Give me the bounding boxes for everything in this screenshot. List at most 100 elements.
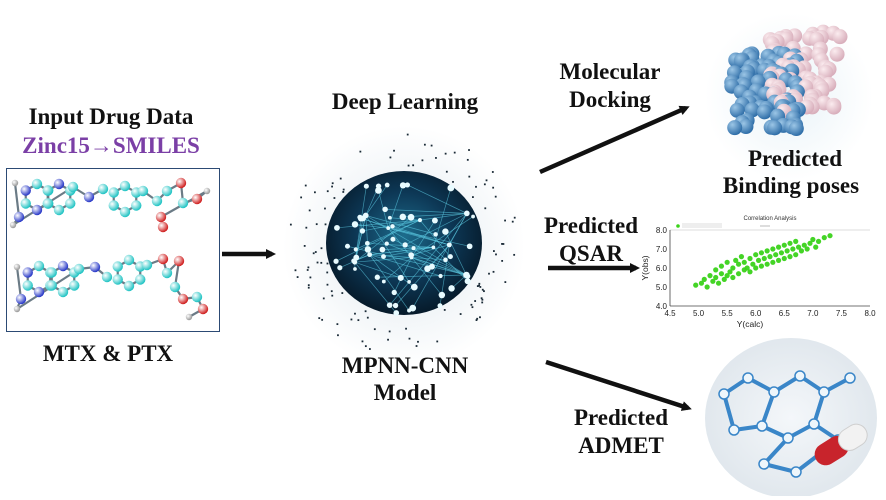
nn-particle [466,158,469,161]
nn-link [335,219,421,262]
nn-link [365,184,388,216]
nn-particle [300,196,303,199]
scatter-point [821,235,827,241]
molecule-ptx-atom [22,280,33,291]
molecule-ptx-atom [101,271,113,283]
nn-particle [308,209,311,212]
nn-particle [502,243,505,245]
nn-particle [342,191,345,193]
protein-atom [826,99,842,115]
nn-particle [373,328,376,331]
legend-marker [676,224,680,228]
nn-node [466,243,473,250]
nn-particle [305,226,308,229]
protein-atom [729,102,745,118]
nn-particle [483,290,485,293]
molecule-mtx-atoms [9,177,211,233]
molecule-ptx-atom [169,281,181,293]
molecule-mtx-atom [137,185,149,197]
scatter-point [744,265,750,271]
qsar-label-line1: Predicted [543,213,639,238]
scatter-point [733,257,739,263]
nn-particle [321,318,324,321]
nn-node [364,246,372,253]
protein-atom [832,29,848,45]
nn-node [359,228,366,234]
nn-link [383,246,434,257]
nn-particle [303,245,306,247]
scatter-point [718,263,725,269]
nn-particle [492,186,495,189]
nn-particle [479,316,481,319]
molecule-mtx-atom [20,198,31,209]
input-source: Zinc15→SMILES [22,133,200,158]
nn-particle [483,183,486,186]
nn-particle [474,300,477,302]
scatter-point [755,257,762,263]
nn-link [411,257,468,277]
nn-particle [412,164,415,167]
nn-link [383,257,412,282]
nn-particle [318,317,321,320]
nn-particle [320,247,323,250]
nn-link [387,227,443,296]
nn-node [446,242,452,248]
qsar-label-line2: QSAR [559,241,623,266]
nn-particle [314,251,317,253]
nn-particle [513,216,516,219]
molecule-mtx-atom [42,185,53,196]
molecule-mtx-atom [20,185,31,196]
nn-particle [307,284,310,287]
nn-particle [491,171,494,173]
admet-pill [814,423,868,466]
nn-particle [342,188,345,191]
scatter-point [758,250,765,256]
nn-link [411,244,450,256]
binding-label-line2: Binding poses [722,173,860,198]
scatter-point [710,278,716,284]
nn-node [433,232,438,237]
nn-link [387,185,404,229]
admet-molecule-image [705,338,877,496]
scatter-point [698,280,705,286]
scatter-point [735,261,742,267]
admet-label-line2: ADMET [578,433,664,458]
nn-node [344,243,351,249]
neural-network-graphic [283,126,525,368]
scatter-point [773,252,779,258]
protein-atom [727,120,743,136]
nn-link [433,247,468,282]
molecule-mtx-atom [161,185,173,197]
protein-atom [756,104,772,120]
nn-link [451,274,467,289]
nn-particle [417,340,419,343]
nn-link [354,257,412,263]
admet-node [758,458,770,470]
nn-node [374,274,380,280]
nn-node [386,226,391,230]
admet-node [742,372,754,384]
nn-node [417,218,423,223]
x-axis-label: Y(calc) [737,319,764,329]
x-tick-label: 7.0 [807,309,819,318]
nn-particles [289,133,516,350]
molecule-ptx-atom [177,293,189,305]
scatter-point [781,255,787,262]
scatter-point [810,236,816,243]
molecule-ptx-atom [173,255,185,267]
molecule-ptx-atom [161,267,173,279]
scatter-point [798,248,805,254]
protein-atoms [724,24,848,137]
molecule-mtx-atom [67,181,79,193]
nn-link [386,243,467,276]
molecule-ptx-atom [112,274,123,285]
nn-particle [407,164,410,167]
nn-particle [504,281,507,283]
scatter-point [795,244,802,250]
y-tick-label: 4.0 [656,302,668,311]
nn-node [411,246,416,251]
nn-particle [406,133,409,136]
scatter-point [793,252,799,258]
molecule-ptx-atom [33,286,45,298]
